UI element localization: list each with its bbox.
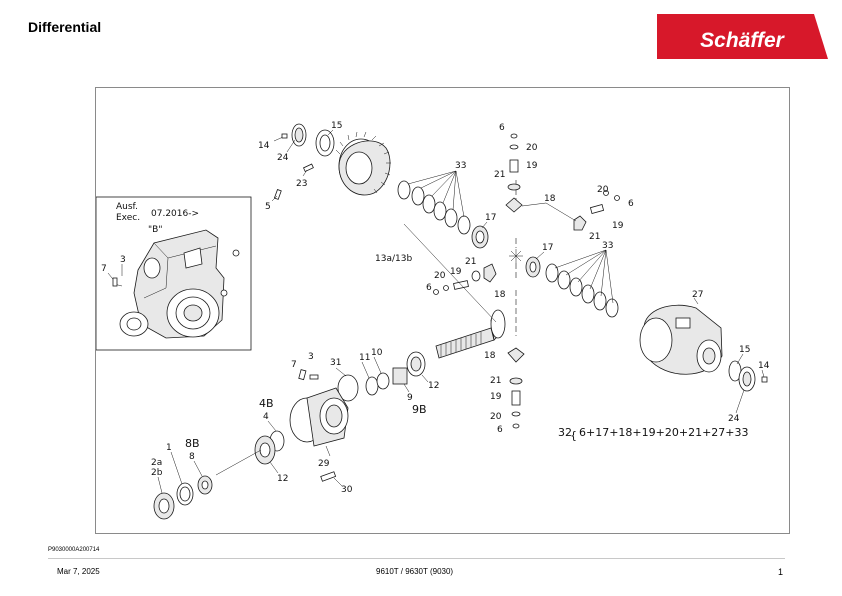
callout-21-top: 21 [494,170,505,180]
bolt-30 [320,471,343,487]
callout-29: 29 [318,459,330,469]
callout-8b: 8B [185,437,200,450]
callout-21-lower: 21 [490,376,501,386]
kit-brace: { [570,429,577,442]
pinion-shaft [403,223,506,359]
crown-wheel [335,131,391,196]
callout-15: 15 [331,121,342,131]
differential-case [639,297,723,375]
page-title: Differential [28,19,102,35]
callout-12-mid: 12 [428,381,439,391]
callout-3-mid: 3 [308,352,314,362]
bolts-23-5 [273,163,314,200]
callout-21-right: 21 [589,232,600,242]
callout-19-top: 19 [526,161,538,171]
exploded-view-diagram: Ausf. Exec. 07.2016-> "B" 3 7 [96,121,770,520]
flange-housing [289,387,349,457]
spider-pinion-left [433,263,497,295]
callout-7-mid: 7 [291,360,297,370]
logo-text: Schäffer [700,29,785,52]
callout-6-left: 6 [426,283,432,293]
callout-19-left: 19 [450,267,462,277]
shim-stack-upper [397,170,489,249]
callout-24-right: 24 [728,414,740,424]
callout-3: 3 [120,255,126,265]
inset-exec-label: Exec. [116,213,140,223]
inset-ausf-label: Ausf. [116,202,138,212]
inset-variant-label: "B" [148,225,162,235]
callout-24: 24 [277,153,289,163]
callout-20-left: 20 [434,271,446,281]
callout-14-right: 14 [758,361,770,371]
footer-model: 9610T / 9630T (9030) [376,567,454,576]
spider-gears-center [505,133,620,336]
callout-1: 1 [166,443,172,453]
callout-10: 10 [371,348,383,358]
bearing-15-24-right [728,360,768,392]
spider-stack-lower [507,347,525,429]
kit-number: 32 [558,426,572,439]
callout-4: 4 [263,412,269,422]
callout-15-right: 15 [739,345,750,355]
callout-31: 31 [330,358,341,368]
callout-14: 14 [258,141,270,151]
inset-housing [113,229,240,339]
callout-2b: 2b [151,468,163,478]
callout-20-lower: 20 [490,412,502,422]
callout-13a-13b: 13a/13b [375,254,412,264]
kit-32-note: 32 { 6+17+18+19+20+21+27+33 [558,426,749,442]
callout-6-lower: 6 [497,425,503,435]
callout-19-lower: 19 [490,392,502,402]
callout-6-top: 6 [499,123,505,133]
footer-date: Mar 7, 2025 [57,567,100,576]
shim-stack-right [525,249,619,318]
callout-33-upper: 33 [455,161,466,171]
callout-8: 8 [189,452,195,462]
schaffer-logo: Schäffer [657,14,828,59]
middle-parts [298,351,426,402]
callout-4b: 4B [259,397,274,410]
callout-21-left: 21 [465,257,476,267]
callout-30: 30 [341,485,353,495]
callout-20-top: 20 [526,143,538,153]
diagram-frame: Ausf. Exec. 07.2016-> "B" 3 7 [95,87,790,534]
bearing-24-15-left [273,123,335,157]
callout-9: 9 [407,393,413,403]
document-id: P9030000A200714 [48,547,100,553]
callout-9b: 9B [412,403,427,416]
callout-18-lower: 18 [484,351,496,361]
kit-contents: 6+17+18+19+20+21+27+33 [579,426,749,439]
callout-27: 27 [692,290,703,300]
callout-11: 11 [359,353,370,363]
callout-18-left: 18 [494,290,506,300]
callout-19-right: 19 [612,221,624,231]
callout-23: 23 [296,179,307,189]
callout-5: 5 [265,202,271,212]
callout-17-right: 17 [542,243,553,253]
callout-7: 7 [101,264,107,274]
footer-page-number: 1 [778,567,784,577]
callout-17-upper: 17 [485,213,496,223]
inset-variant-b: Ausf. Exec. 07.2016-> "B" 3 7 [96,196,252,351]
callout-33-right: 33 [602,241,613,251]
bearing-4-12 [215,430,285,476]
bearing-stack-lower-left [153,475,213,520]
callout-18-right: 18 [544,194,556,204]
footer-divider [48,558,785,559]
callout-6-right: 6 [628,199,634,209]
callout-2a: 2a [151,458,162,468]
callout-12-lower: 12 [277,474,288,484]
callout-20-right: 20 [597,185,609,195]
inset-date-label: 07.2016-> [151,209,199,219]
